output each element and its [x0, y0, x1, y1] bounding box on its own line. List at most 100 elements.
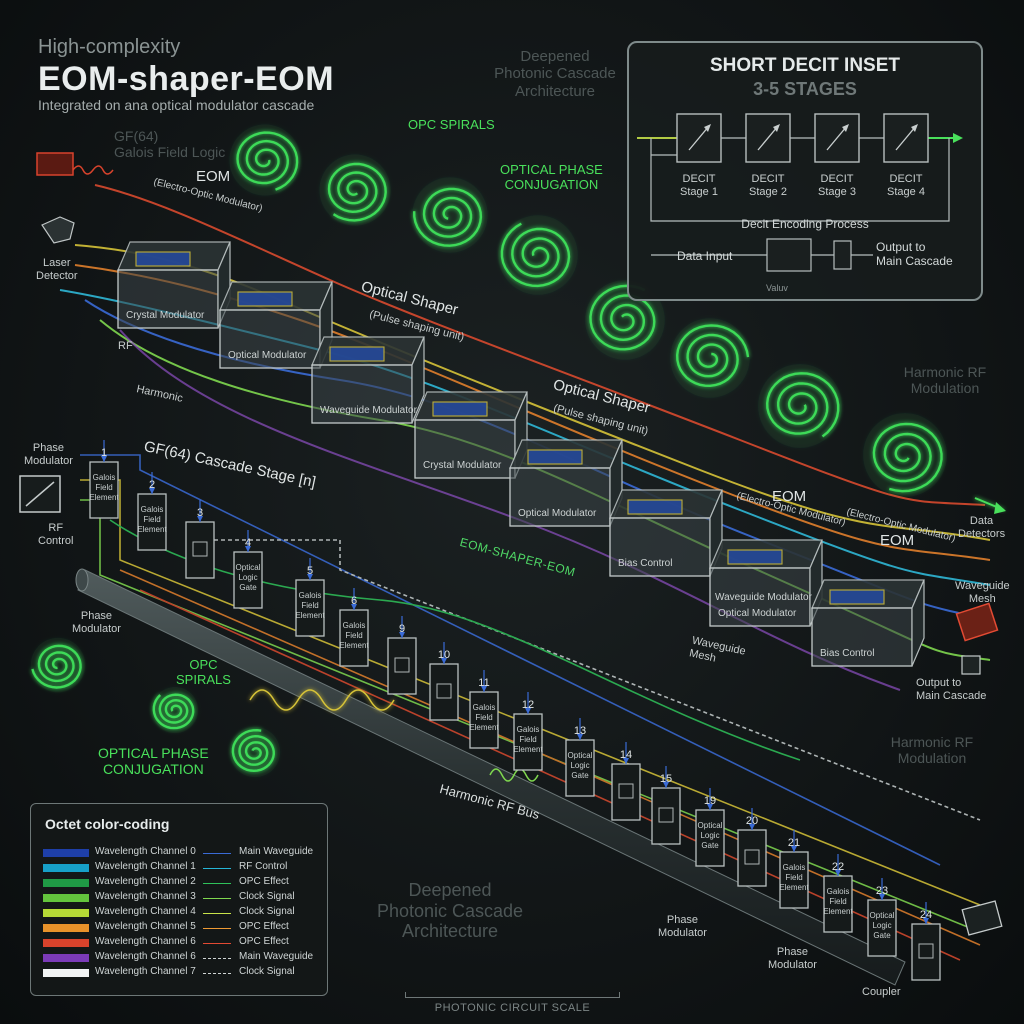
legend-line-name: OPC Effect: [239, 936, 289, 947]
output-device: [961, 655, 981, 675]
stage-number: 12: [522, 699, 534, 711]
legend-swatch: [43, 894, 89, 902]
modulator-name: Optical Modulator: [518, 508, 597, 519]
legend-swatch: [43, 849, 89, 857]
legend-line-sample: [203, 898, 231, 899]
legend-channel: Wavelength Channel 6: [95, 936, 196, 947]
cascade-stage: 15: [651, 766, 681, 845]
decit-encoding-label: Decit Encoding Process: [741, 217, 869, 231]
legend-channel: Wavelength Channel 2: [95, 876, 196, 887]
modulator-name: Optical Modulator: [228, 350, 307, 361]
stage-number: 24: [920, 909, 932, 921]
stage-text: Field: [301, 601, 318, 610]
stage-number: 9: [399, 623, 405, 635]
stage-text: Galois: [343, 621, 366, 630]
legend-swatch: [43, 909, 89, 917]
output-main-cascade-label: Output to Main Cascade: [916, 677, 987, 703]
waveguide-mesh-right-label: Waveguide Mesh: [955, 580, 1010, 606]
stage-text: Logic: [872, 921, 891, 930]
stage-number: 5: [307, 565, 313, 577]
stage-text: Optical: [698, 821, 723, 830]
opc-spiral: [30, 637, 86, 693]
stage-number: 10: [438, 649, 450, 661]
opc-spiral: [412, 177, 488, 253]
legend-swatch: [43, 879, 89, 887]
stage-text: Optical: [236, 563, 261, 572]
cascade-stage: 24: [911, 902, 941, 981]
stage-text: Element: [295, 611, 325, 620]
phase-modulator-bottom2-label: Phase Modulator: [768, 946, 817, 972]
phase-modulator-mid-label: Phase Modulator: [72, 610, 121, 636]
legend-line-sample: [203, 868, 231, 869]
legend-line-sample: [203, 928, 231, 929]
stage-text: Element: [137, 525, 167, 534]
inset-value-label: Valuv: [766, 283, 788, 293]
stage-number: 3: [197, 507, 203, 519]
cascade-stage: 9: [387, 616, 417, 695]
legend-swatch: [43, 939, 89, 947]
stage-number: 22: [832, 861, 844, 873]
stage-text: Galois: [141, 505, 164, 514]
stage-text: Field: [143, 515, 160, 524]
opc-spirals-top-label: OPC SPIRALS: [408, 117, 495, 132]
stage-text: Logic: [238, 573, 257, 582]
legend-line-name: Clock Signal: [239, 906, 295, 917]
laser-detector-device: [41, 216, 75, 244]
opc-spiral: [151, 686, 199, 734]
optical-phase-conjugation-bottom: OPTICAL PHASE CONJUGATION: [98, 745, 209, 778]
harmonic-rf-bus: [75, 568, 906, 986]
stage-text: Field: [785, 873, 802, 882]
cascade-stage: 3: [185, 500, 215, 579]
stage-number: 11: [478, 677, 489, 689]
stage-text: Element: [339, 641, 369, 650]
stage-text: Galois: [783, 863, 806, 872]
legend-line-sample: [203, 973, 231, 974]
stage-text: Element: [779, 883, 809, 892]
modulator-name: Bias Control: [820, 648, 874, 659]
legend-row: Wavelength Channel 6 Main Waveguide: [43, 951, 323, 966]
short-decit-inset: SHORT DECIT INSET 3-5 STAGES DECIT Stage…: [627, 41, 983, 301]
title-prefix: High-complexity: [38, 36, 181, 58]
stage-text: Gate: [239, 583, 257, 592]
stage-number: 21: [788, 837, 800, 849]
cascade-stage: 10: [429, 642, 459, 721]
cascade-stage: 20: [737, 808, 767, 887]
opc-spiral: [863, 413, 947, 497]
inset-flow: [637, 113, 963, 272]
legend-line-name: RF Control: [239, 861, 288, 872]
stage-number: 20: [746, 815, 758, 827]
modulator-block: Crystal Modulator: [414, 391, 528, 479]
stage-text: Field: [519, 735, 536, 744]
legend-channel: Wavelength Channel 1: [95, 861, 196, 872]
laser-detector-label: Laser Detector: [36, 257, 78, 283]
legend-line-name: Main Waveguide: [239, 951, 314, 962]
cascade-stage: 14: [611, 742, 641, 821]
legend-channel: Wavelength Channel 6: [95, 951, 196, 962]
modulator-name: Crystal Modulator: [423, 460, 502, 471]
stage-text: Field: [829, 897, 846, 906]
opc-spiral-group: [30, 124, 947, 778]
stage-number: 13: [574, 725, 586, 737]
opc-spiral: [319, 154, 391, 226]
opc-spiral: [498, 215, 578, 295]
stage-number: 4: [245, 537, 251, 549]
optical-phase-conjugation-top: OPTICAL PHASE CONJUGATION: [500, 162, 603, 192]
stage-text: Logic: [570, 761, 589, 770]
page-subtitle: Integrated on ana optical modulator casc…: [38, 97, 315, 113]
waveguide-mesh-device: [955, 602, 999, 642]
coupler-device: [961, 900, 1003, 936]
opc-spiral: [758, 364, 842, 448]
legend-channel: Wavelength Channel 0: [95, 846, 196, 857]
gf64-logic-label: GF(64) Galois Field Logic: [114, 128, 226, 161]
legend-channel: Wavelength Channel 4: [95, 906, 196, 917]
stage-text: Logic: [700, 831, 719, 840]
